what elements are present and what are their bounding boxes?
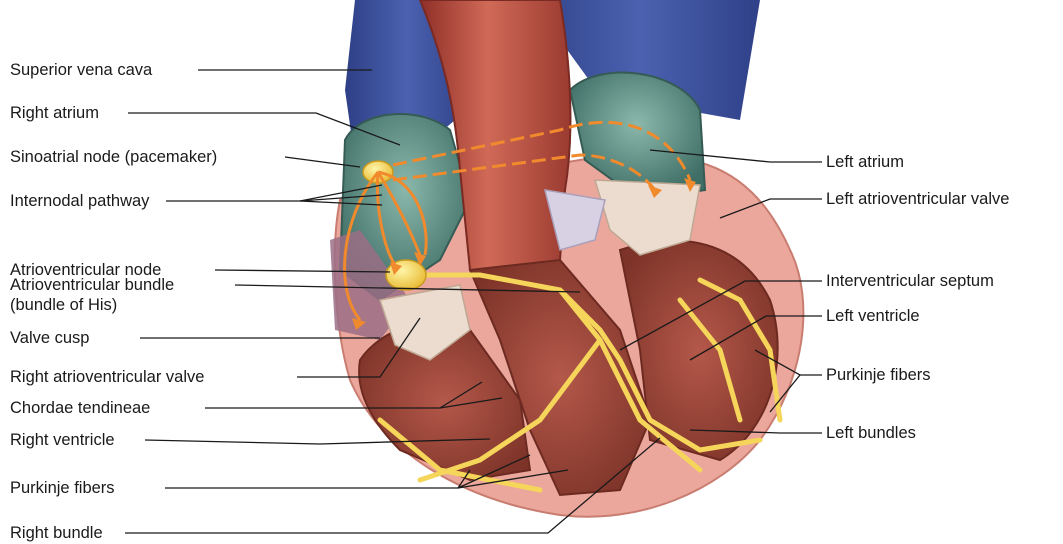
label-superior-vena-cava: Superior vena cava	[10, 60, 152, 80]
label-right-av-valve: Right atrioventricular valve	[10, 367, 204, 387]
label-purkinje-fibers-left: Purkinje fibers	[10, 478, 115, 498]
label-av-bundle-line1: Atrioventricular bundle	[10, 275, 174, 295]
label-interventricular-septum: Interventricular septum	[826, 271, 994, 291]
label-left-bundles: Left bundles	[826, 423, 916, 443]
label-right-bundle: Right bundle	[10, 523, 103, 543]
label-left-atrium: Left atrium	[826, 152, 904, 172]
label-internodal-pathway: Internodal pathway	[10, 191, 149, 211]
label-left-ventricle: Left ventricle	[826, 306, 920, 326]
label-right-ventricle: Right ventricle	[10, 430, 115, 450]
label-left-av-valve: Left atrioventricular valve	[826, 189, 1009, 209]
label-valve-cusp: Valve cusp	[10, 328, 90, 348]
label-chordae-tendineae: Chordae tendineae	[10, 398, 150, 418]
label-sinoatrial-node: Sinoatrial node (pacemaker)	[10, 147, 217, 167]
label-right-atrium: Right atrium	[10, 103, 99, 123]
label-purkinje-fibers-right: Purkinje fibers	[826, 365, 931, 385]
label-av-bundle-line2: (bundle of His)	[10, 295, 117, 315]
